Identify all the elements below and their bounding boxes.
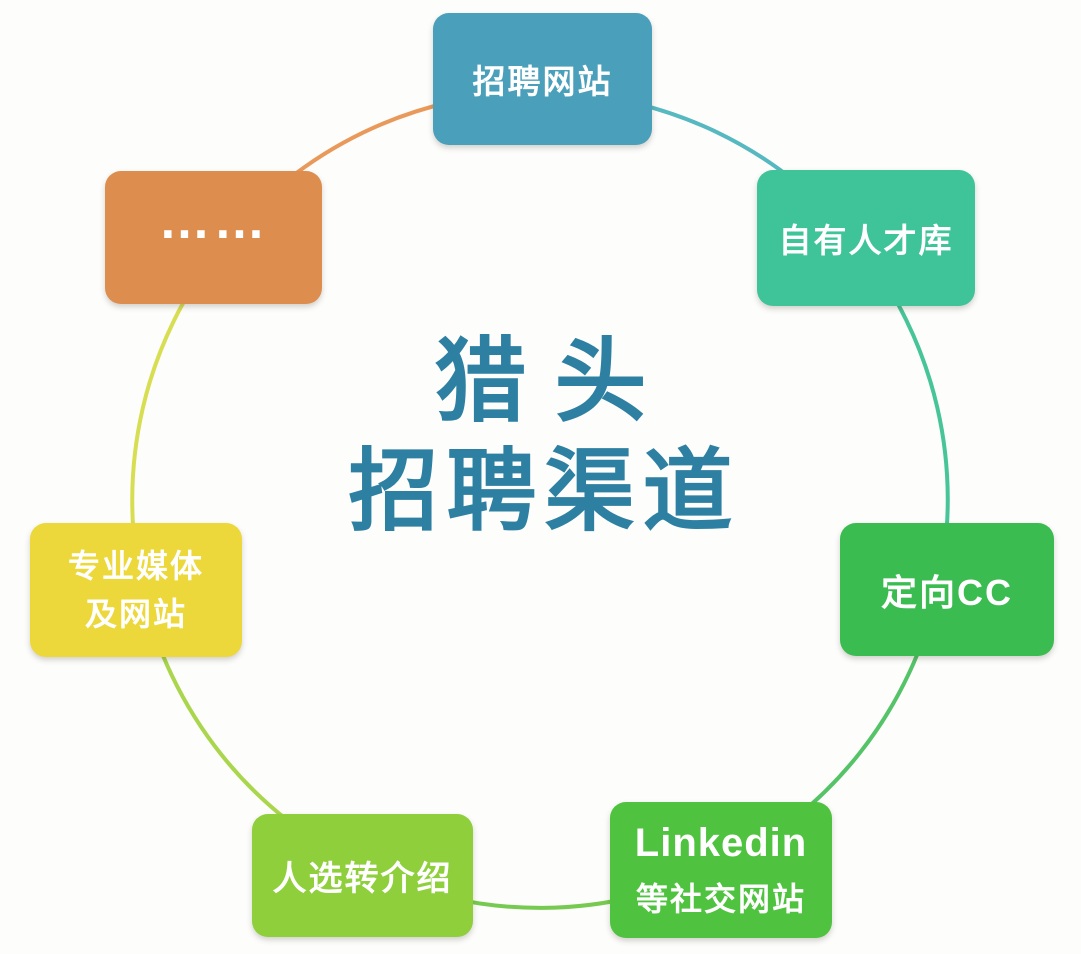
- node-targeted-cc-label: 定向CC: [881, 571, 1013, 613]
- node-candidate-referral-label: 人选转介绍: [272, 860, 453, 898]
- node-linkedin-social-label-line1: Linkedin: [634, 820, 808, 865]
- diagram-title-line2: 招聘渠道: [348, 443, 741, 542]
- node-professional-media-label-line1: 专业媒体: [67, 548, 204, 584]
- node-own-talent-pool-label: 自有人才库: [778, 222, 954, 259]
- node-candidate-referral: 人选转介绍: [252, 814, 473, 937]
- node-targeted-cc: 定向CC: [840, 523, 1054, 656]
- node-professional-media-label-line2: 及网站: [84, 596, 187, 632]
- node-more-channels: ……: [105, 171, 322, 304]
- node-recruitment-websites: 招聘网站: [433, 13, 652, 145]
- diagram-title-line1: 猎头: [434, 331, 675, 433]
- node-professional-media: 专业媒体 及网站: [30, 523, 242, 657]
- node-own-talent-pool: 自有人才库: [757, 170, 975, 306]
- node-more-channels-label: ……: [158, 191, 269, 250]
- node-recruitment-websites-label: 招聘网站: [472, 63, 613, 100]
- node-linkedin-social-label-line2: 等社交网站: [635, 880, 806, 917]
- node-linkedin-social: Linkedin 等社交网站: [610, 802, 832, 938]
- diagram-title: 猎头 招聘渠道: [0, 336, 1081, 538]
